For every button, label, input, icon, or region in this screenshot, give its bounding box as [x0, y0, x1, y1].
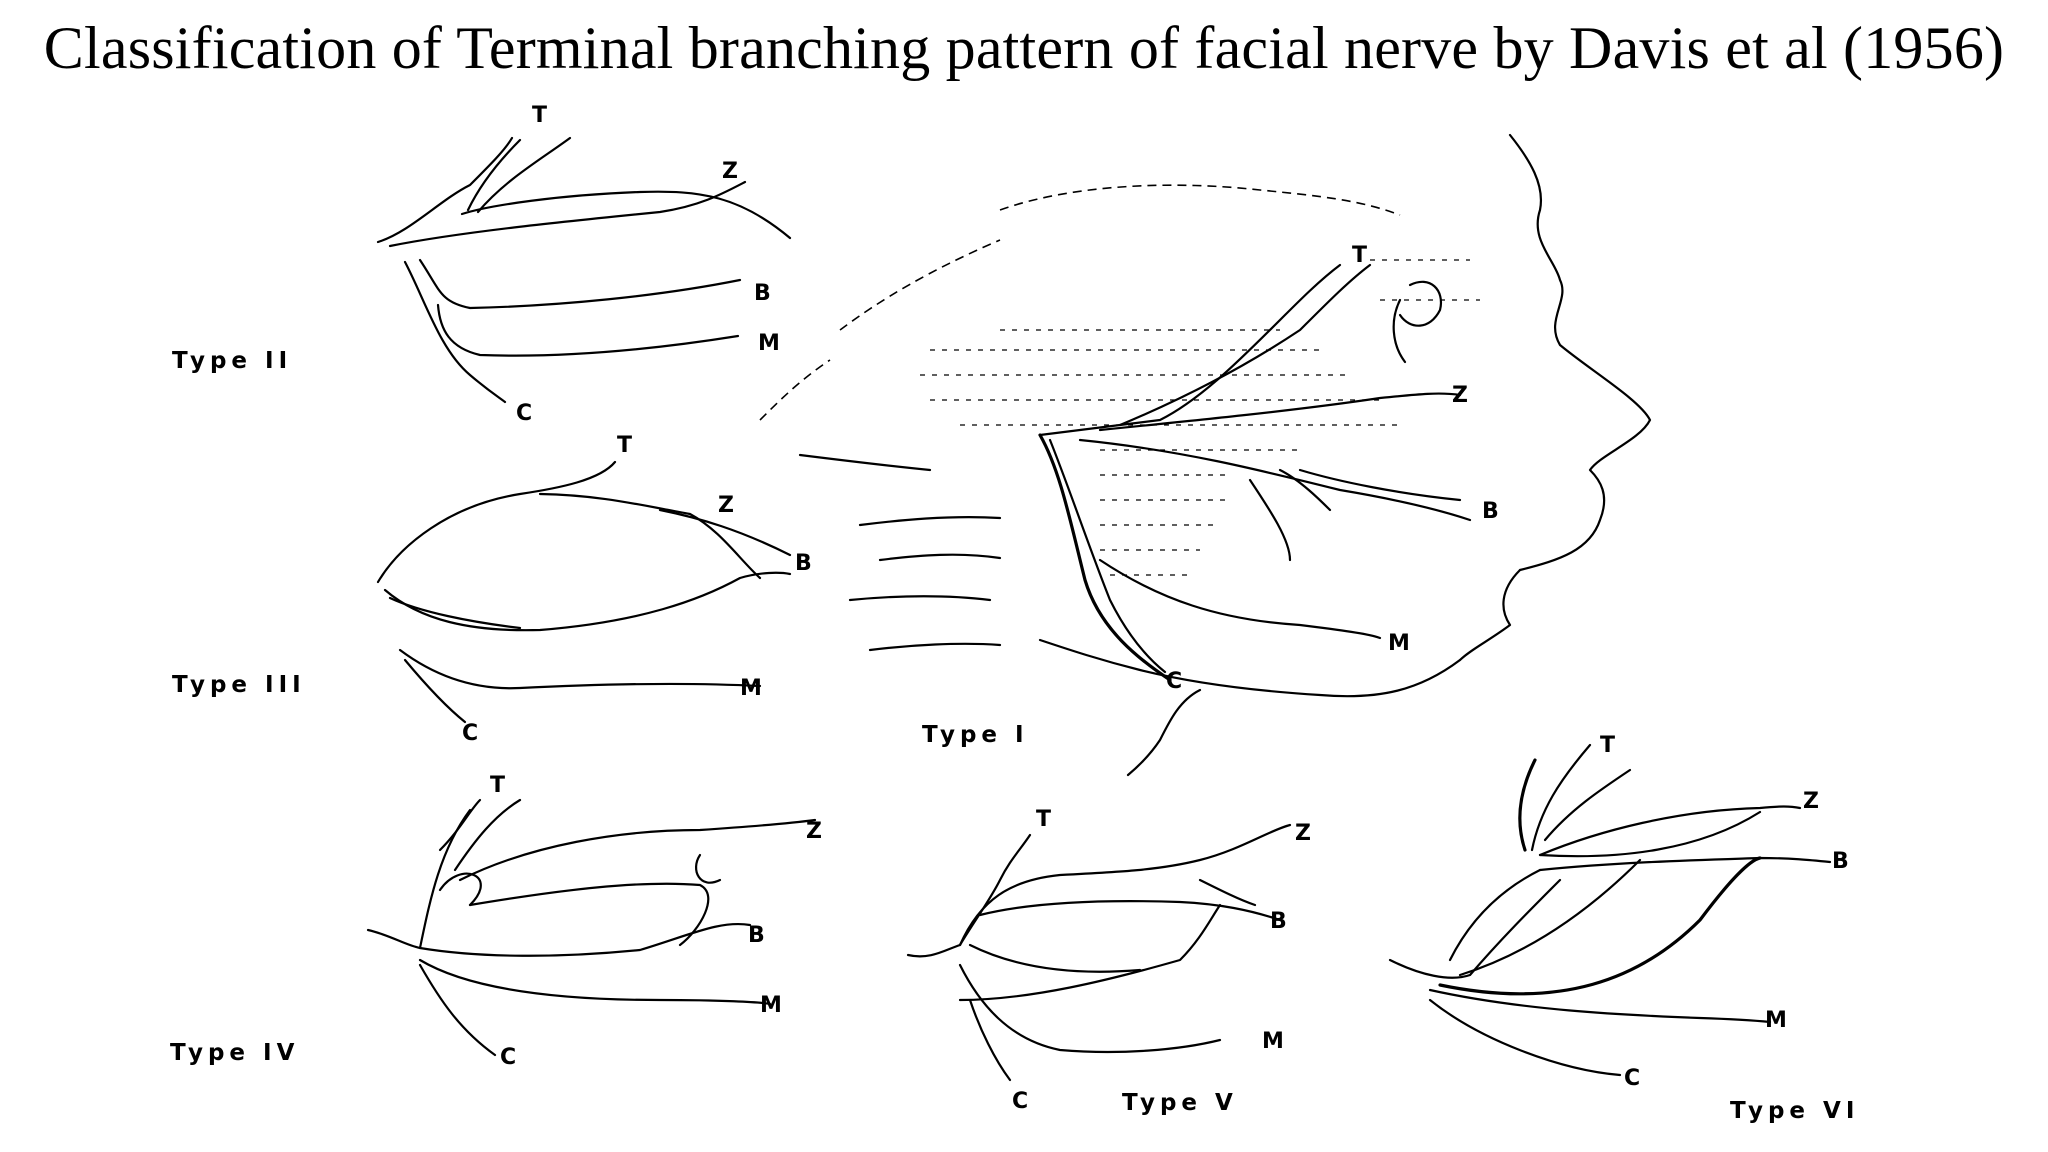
- nerve-branches-type-2: [376, 136, 792, 404]
- branch-label-buccal: B: [795, 551, 812, 576]
- branch-label-temporal: T: [532, 103, 547, 128]
- branch-label-temporal: T: [490, 773, 505, 798]
- branch-label-zygomatic: Z: [1452, 383, 1468, 408]
- branch-label-zygomatic: Z: [1295, 821, 1311, 846]
- face-outline: [1038, 133, 1652, 777]
- panel-label-type-5: Type V: [1122, 1090, 1238, 1116]
- nerve-branches-type-6: [1388, 743, 1832, 1077]
- branch-label-mandibular: M: [1262, 1029, 1284, 1054]
- panel-label-type-2: Type II: [172, 348, 292, 374]
- nerve-branches-type-5: [906, 823, 1292, 1082]
- branch-label-mandibular: M: [758, 331, 780, 356]
- slide-title: Classification of Terminal branching pat…: [43, 15, 2005, 81]
- panel-type-5: Type V T Z B M C: [906, 807, 1311, 1116]
- branch-label-cervical: C: [1166, 669, 1182, 694]
- panel-type-6: Type VI T Z B M C: [1388, 733, 1859, 1124]
- branch-label-buccal: B: [1482, 499, 1499, 524]
- branch-label-temporal: T: [617, 433, 632, 458]
- branch-label-cervical: C: [500, 1045, 516, 1070]
- skull-outline: [759, 184, 1401, 652]
- branch-label-zygomatic: Z: [718, 493, 734, 518]
- nerve-branches-type-4: [366, 798, 817, 1057]
- branch-label-temporal: T: [1036, 807, 1051, 832]
- branch-label-zygomatic: Z: [806, 819, 822, 844]
- branch-label-mandibular: M: [1388, 631, 1410, 656]
- branch-label-mandibular: M: [1765, 1008, 1787, 1033]
- panel-label-type-1: Type I: [922, 722, 1029, 748]
- branch-label-cervical: C: [1012, 1089, 1028, 1114]
- branch-label-mandibular: M: [740, 676, 762, 701]
- branch-label-buccal: B: [1832, 849, 1849, 874]
- panel-label-type-3: Type III: [172, 672, 306, 698]
- panel-label-type-6: Type VI: [1730, 1098, 1859, 1124]
- branch-label-zygomatic: Z: [1803, 789, 1819, 814]
- panel-type-2: Type II T Z B M C: [172, 103, 792, 426]
- branch-label-cervical: C: [462, 721, 478, 746]
- panel-label-type-4: Type IV: [170, 1040, 299, 1066]
- branch-label-temporal: T: [1352, 243, 1367, 268]
- branch-label-zygomatic: Z: [722, 159, 738, 184]
- parotid-region-shading: [920, 259, 1480, 576]
- nerve-branches-type-3: [376, 460, 792, 724]
- panel-type-1: Type I T Z B M C: [759, 133, 1652, 777]
- panel-type-3: Type III T Z B M C: [172, 433, 812, 746]
- branch-label-buccal: B: [754, 281, 771, 306]
- panel-type-4: Type IV T Z B M C: [170, 773, 822, 1070]
- branch-label-buccal: B: [1270, 909, 1287, 934]
- branch-label-mandibular: M: [760, 993, 782, 1018]
- branch-label-cervical: C: [516, 401, 532, 426]
- branch-label-temporal: T: [1600, 733, 1615, 758]
- nerve-branches-type-1: [1038, 263, 1472, 682]
- branch-label-buccal: B: [748, 923, 765, 948]
- branch-label-cervical: C: [1624, 1066, 1640, 1091]
